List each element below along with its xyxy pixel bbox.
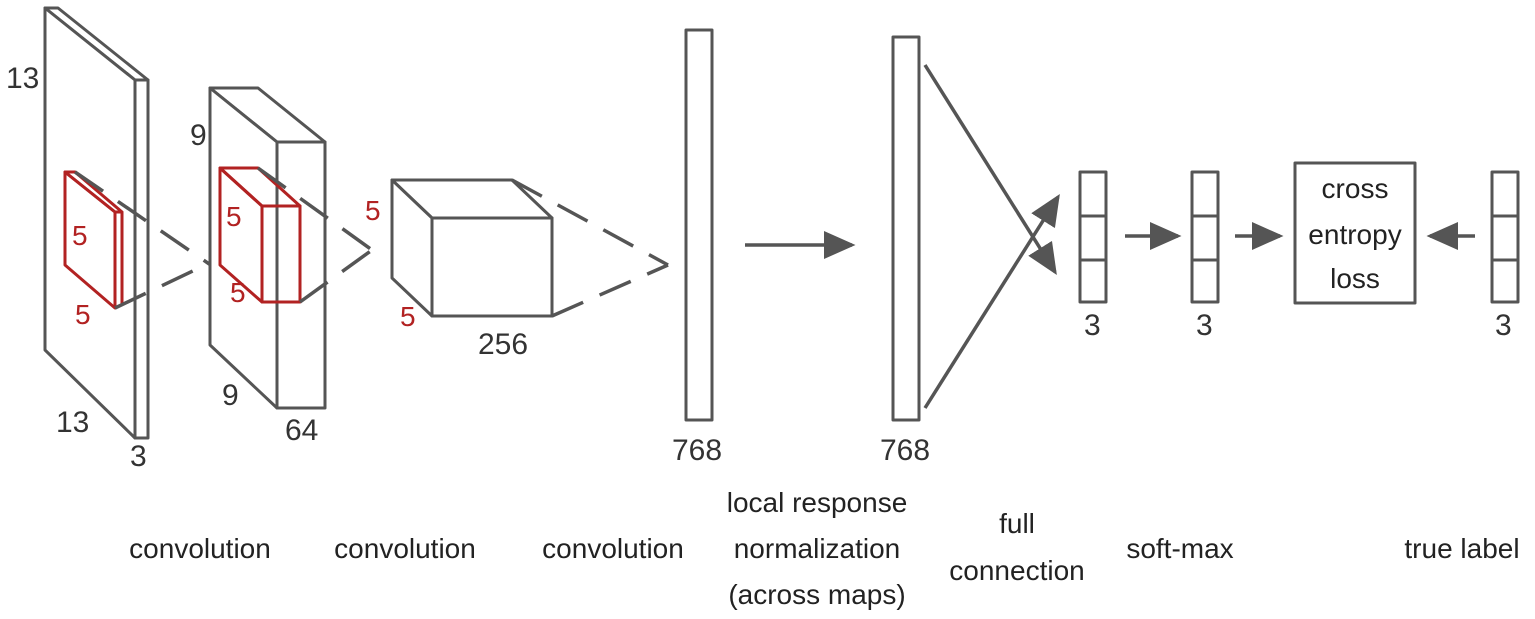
kernel1-height-label: 5 xyxy=(72,220,88,251)
loss-box-line-2: entropy xyxy=(1308,219,1401,250)
layer2-height-label: 9 xyxy=(190,119,207,152)
vector-768-a xyxy=(684,28,714,422)
projection-line-3a xyxy=(511,178,669,267)
feature-map-5x5x256 xyxy=(390,178,554,318)
feature-map-9x9x64 xyxy=(208,86,327,410)
layer2-depth-label: 64 xyxy=(285,414,318,447)
layer3-width-label: 5 xyxy=(400,301,416,332)
caption-lrn-line-3: (across maps) xyxy=(728,579,905,610)
layer2-width-label: 9 xyxy=(222,379,239,412)
projection-line-2a xyxy=(256,166,374,252)
caption-fc-line-2: connection xyxy=(949,555,1084,586)
caption-lrn-line-1: local response xyxy=(727,487,908,518)
layer1-height-label: 13 xyxy=(6,62,39,95)
layer3-depth-label: 256 xyxy=(478,328,528,361)
layer3-height-label: 5 xyxy=(365,195,381,226)
input-volume-13x13x3 xyxy=(43,6,150,440)
kernel2-width-label: 5 xyxy=(230,277,246,308)
softmax-vector-label: 3 xyxy=(1196,309,1213,342)
vector-768-a-label: 768 xyxy=(672,434,722,467)
true-label-vector-3 xyxy=(1490,170,1520,304)
kernel2-height-label: 5 xyxy=(226,201,242,232)
output-vector-label: 3 xyxy=(1084,309,1101,342)
projection-line-2b xyxy=(298,248,374,304)
projection-line-3b xyxy=(551,263,669,318)
vector-768-b-label: 768 xyxy=(880,434,930,467)
full-connection-line-up xyxy=(923,194,1060,409)
caption-fc-line-1: full xyxy=(999,508,1035,539)
caption-lrn-line-2: normalization xyxy=(734,533,901,564)
softmax-vector-3 xyxy=(1190,170,1220,304)
true-label-vector-label: 3 xyxy=(1495,309,1512,342)
cross-entropy-loss-box xyxy=(1293,161,1417,305)
caption-softmax: soft-max xyxy=(1126,533,1233,564)
caption-conv-1: convolution xyxy=(129,533,271,564)
output-vector-3 xyxy=(1078,170,1108,304)
vector-768-b xyxy=(891,35,921,422)
projection-line-1a xyxy=(74,170,216,270)
projection-line-1b xyxy=(114,256,221,310)
caption-conv-3: convolution xyxy=(542,533,684,564)
loss-box-line-3: loss xyxy=(1330,263,1380,294)
layer1-depth-label: 3 xyxy=(130,440,147,473)
full-connection-line-down xyxy=(923,64,1057,275)
loss-box-line-1: cross xyxy=(1322,173,1389,204)
caption-conv-2: convolution xyxy=(334,533,476,564)
caption-true-label: true label xyxy=(1404,533,1519,564)
kernel1-width-label: 5 xyxy=(75,299,91,330)
layer1-width-label: 13 xyxy=(56,406,89,439)
